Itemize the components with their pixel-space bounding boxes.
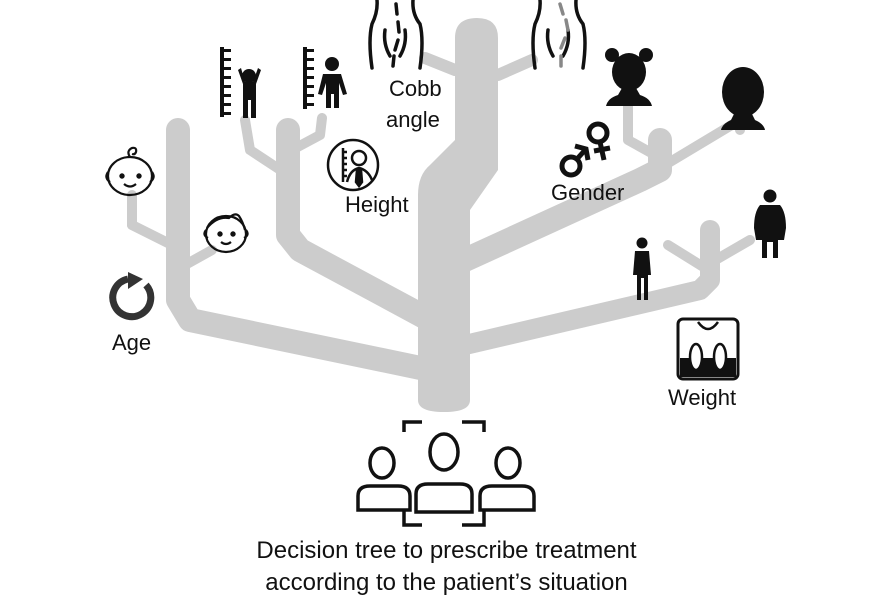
- age-label: Age: [112, 330, 152, 355]
- gender-label: Gender: [551, 180, 625, 205]
- branch-height-main: [276, 118, 442, 332]
- branch-gender-female: [623, 100, 660, 160]
- weight-label: Weight: [668, 385, 737, 410]
- male-head-icon: [721, 67, 765, 130]
- patient-group-icon: [356, 420, 536, 527]
- branch-age-main: [166, 118, 442, 382]
- cobb-angle-label-line1: Cobb: [389, 76, 442, 101]
- spine-mild-curve-icon: [368, 0, 424, 70]
- branch-weight-slim: [663, 240, 710, 273]
- female-head-icon: [605, 48, 653, 106]
- branch-cobb-left: [419, 52, 461, 76]
- branch-age-baby: [127, 220, 183, 253]
- baby-face-icon: [105, 146, 155, 197]
- slim-person-icon: [633, 237, 651, 300]
- branch-weight-main: [455, 220, 720, 355]
- bathroom-scale-icon: [676, 317, 740, 381]
- rotate-clockwise-icon: [109, 272, 155, 321]
- caption-line-1: Decision tree to prescribe treatment: [256, 537, 637, 564]
- branch-weight-heavy: [707, 235, 755, 267]
- short-child-ruler-icon: [220, 47, 261, 118]
- tall-child-ruler-icon: [303, 47, 347, 109]
- heavy-person-icon: [754, 189, 786, 258]
- cobb-angle-label-line2: angle: [386, 107, 440, 132]
- branch-height-tall: [287, 113, 327, 155]
- branch-age-child: [180, 245, 217, 270]
- spine-severe-curve-icon: [531, 0, 587, 70]
- child-face-icon: [203, 213, 249, 254]
- branch-height-short: [240, 115, 293, 180]
- height-label: Height: [345, 192, 409, 217]
- gender-symbols-icon: [559, 121, 611, 178]
- branch-cobb-right: [492, 54, 538, 81]
- person-height-measure-icon: [326, 138, 380, 192]
- caption-line-2: according to the patient’s situation: [265, 569, 628, 596]
